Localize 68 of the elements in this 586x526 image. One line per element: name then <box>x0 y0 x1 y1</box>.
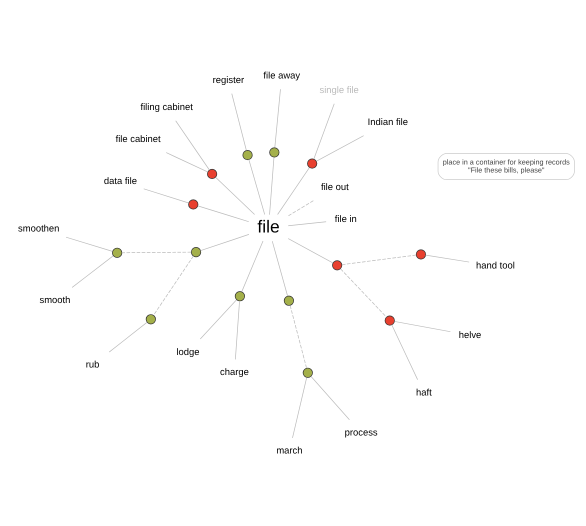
connector <box>288 220 326 226</box>
connector <box>215 176 255 214</box>
node-text: smoothen <box>18 222 60 233</box>
connector <box>122 251 192 253</box>
connector <box>313 102 335 159</box>
node-text: smooth <box>40 294 70 305</box>
node-circle <box>190 246 202 257</box>
connector <box>277 166 310 214</box>
node-text: charge <box>220 366 249 377</box>
node-text: file <box>257 216 280 236</box>
node-circle <box>188 198 198 210</box>
node-text: lodge <box>176 345 200 356</box>
connector <box>310 376 350 420</box>
node-text: file in <box>334 212 357 224</box>
node-circle <box>307 158 318 168</box>
connector <box>292 376 308 438</box>
node-circle <box>416 248 426 259</box>
node-circle <box>234 290 245 301</box>
node-text: file away <box>263 68 300 80</box>
node-text: filing cabinet <box>140 100 193 112</box>
connector <box>394 320 451 332</box>
connector <box>272 240 288 296</box>
connector <box>391 324 418 380</box>
connector <box>175 120 210 170</box>
connector <box>342 254 417 265</box>
node-circle <box>332 260 342 270</box>
node-text: helve <box>458 328 482 340</box>
node-box: place in a container for keeping records "File these bills, please" <box>438 152 575 180</box>
connector <box>340 268 387 318</box>
connector <box>200 234 250 250</box>
connector <box>231 92 247 150</box>
node-text: rub <box>86 358 100 370</box>
connector <box>200 299 237 339</box>
connector <box>316 134 364 162</box>
connector <box>288 238 334 263</box>
node-text: file out <box>320 180 349 192</box>
node-circle <box>112 247 122 258</box>
connector <box>197 205 250 222</box>
node-text: Indian file <box>368 115 408 126</box>
connector <box>235 300 240 360</box>
connector <box>288 199 315 216</box>
connector <box>290 304 307 368</box>
node-text: single file <box>319 84 359 95</box>
connector <box>72 255 114 288</box>
node-circle <box>242 149 253 160</box>
node-circle <box>284 295 294 306</box>
node-text: register <box>212 73 244 84</box>
node-text: process <box>344 426 378 437</box>
node-text: march <box>276 444 303 455</box>
connector <box>269 156 274 215</box>
node-text: haft <box>416 386 432 397</box>
node-circle <box>207 168 218 179</box>
node-text: data file <box>104 174 137 186</box>
node-circle <box>302 367 313 378</box>
connector <box>108 321 148 352</box>
connector <box>425 254 470 262</box>
node-circle <box>146 314 156 324</box>
connector <box>241 240 264 292</box>
connector <box>143 188 190 203</box>
node-circle <box>269 146 280 158</box>
connector <box>248 158 266 214</box>
node-text: hand tool <box>476 259 515 270</box>
node-text: file cabinet <box>116 132 161 144</box>
node-circle <box>384 315 395 326</box>
connector <box>274 88 281 148</box>
connector <box>153 255 194 315</box>
connector <box>166 152 208 172</box>
connector <box>66 236 113 252</box>
